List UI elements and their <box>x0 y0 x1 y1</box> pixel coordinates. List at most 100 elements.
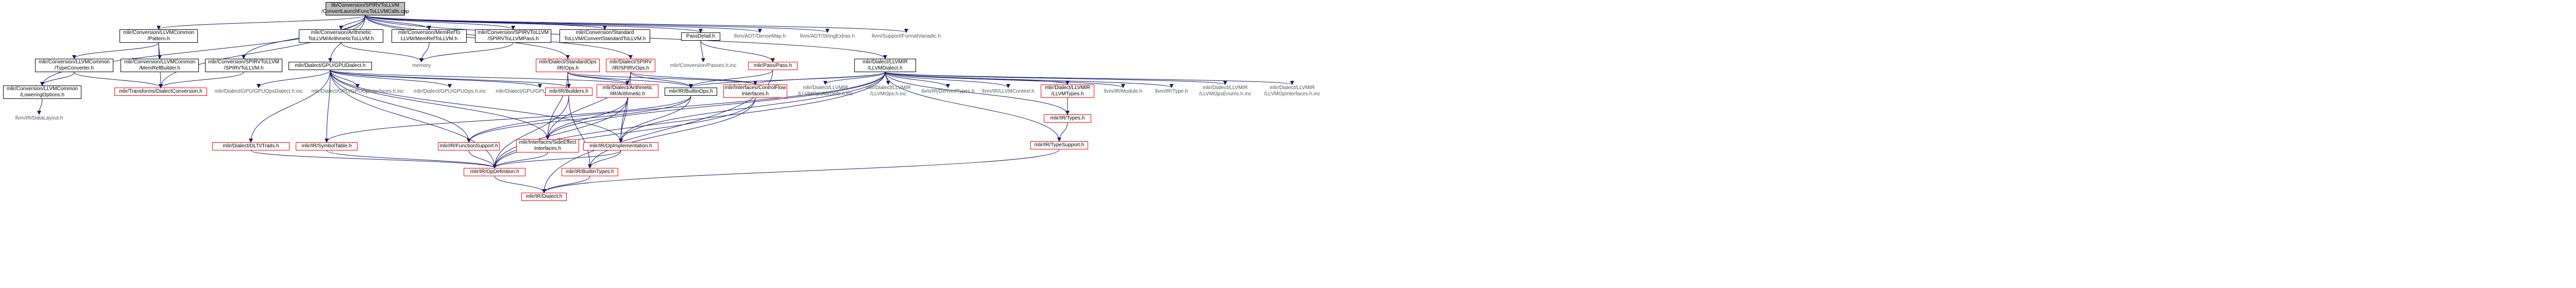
dependency-edge <box>74 72 163 88</box>
dependency-edge <box>365 15 908 33</box>
dependency-edge <box>885 72 950 88</box>
node-ir-types[interactable]: mlir/IR/Types.h <box>1044 114 1091 123</box>
node-ir-opdefinition[interactable]: mlir/IR/OpDefinition.h <box>464 168 526 176</box>
dependency-edge <box>546 97 628 140</box>
dependency-edge <box>493 97 756 168</box>
node-ir-symboltable[interactable]: mlir/IR/SymbolTable.h <box>296 142 358 150</box>
dependency-edge <box>493 150 621 168</box>
node-llvmcommon-typeconverter[interactable]: mlir/Conversion/LLVMCommon/TypeConverter… <box>35 59 113 72</box>
dependency-edge <box>159 15 366 88</box>
dependency-edge <box>885 72 1174 88</box>
dependency-edge <box>341 42 423 62</box>
dependency-edge <box>330 70 550 140</box>
node-ir-functionsupport[interactable]: mlir/IR/FunctionSupport.h <box>438 142 500 150</box>
dependency-edge <box>467 72 886 143</box>
node-llvmcommon-pattern[interactable]: mlir/Conversion/LLVMCommon/Pattern.h <box>120 29 198 43</box>
dependency-edge <box>494 176 546 193</box>
dependency-edge <box>542 149 1060 193</box>
node-gpu-dialect[interactable]: mlir/Dialect/GPU/GPUDialect.h <box>289 62 372 70</box>
dependency-edge <box>40 72 75 86</box>
node-llvmopsenums-inc: mlir/Dialect/LLVMIR/LLVMOpsEnums.h.inc <box>1199 85 1251 97</box>
node-llvmops-inc: mlir/Dialect/LLVMIR/LLVMOps.h.inc <box>866 85 911 97</box>
dependency-edge <box>542 176 590 193</box>
node-llvm-formatvariadic: llvm/Support/FormatVariadic.h <box>872 33 941 39</box>
dependency-edge <box>257 70 331 88</box>
dependency-edge <box>885 72 1070 115</box>
dependency-edge <box>885 72 1010 88</box>
node-ir-builders[interactable]: mlir/IR/Builders.h <box>545 88 592 96</box>
dependency-edge <box>159 72 244 88</box>
dependency-edge <box>365 15 762 33</box>
dependency-edge <box>566 72 571 88</box>
node-llvm-llvmcontext: llvm/IR/LLVMContext.h <box>982 89 1035 94</box>
node-llvmcommon-memrefbuilder[interactable]: mlir/Conversion/LLVMCommon/MemRefBuilder… <box>121 59 199 72</box>
dependency-edge <box>885 72 1125 88</box>
dependency-edge <box>419 42 514 62</box>
dependency-edge <box>885 72 1294 85</box>
node-llvmcommon-loweringoptions[interactable]: mlir/Conversion/LLVMCommon/LoweringOptio… <box>3 86 81 99</box>
dependency-edge <box>330 70 630 85</box>
dependency-edge <box>37 98 43 115</box>
dependency-edge <box>365 15 515 30</box>
dependency-edge <box>588 97 756 168</box>
node-ir-typesupport[interactable]: mlir/IR/TypeSupport.h <box>1030 141 1088 149</box>
node-dlti-traits[interactable]: mlir/Dialect/DLTI/Traits.h <box>212 142 290 150</box>
dependency-edge <box>619 72 631 143</box>
dependency-edge <box>546 72 886 140</box>
node-pass-pass[interactable]: mlir/Pass/Pass.h <box>748 62 798 70</box>
node-gpuopsenums-inc: mlir/Dialect/GPU/GPUOpsEnums.h.inc <box>496 89 584 94</box>
dependency-edge <box>700 40 705 62</box>
node-arithmetic-dialect[interactable]: mlir/Dialect/Arithmetic/IR/Arithmetic.h <box>597 84 658 98</box>
dependency-edge <box>1057 122 1068 142</box>
node-llvmopinterfaces-inc: mlir/Dialect/LLVMIR/LLVMOpInterfaces.h.i… <box>1264 85 1320 97</box>
dependency-edge <box>630 72 757 85</box>
node-memory: memory <box>412 63 431 69</box>
dependency-edge <box>326 150 497 168</box>
dependency-edge <box>419 42 430 62</box>
dependency-edge <box>330 70 471 143</box>
dependency-edge <box>885 72 1061 142</box>
node-llvm-stringextras: llvm/ADT/StringExtras.h <box>800 33 855 39</box>
node-spirv-to-llvm[interactable]: mlir/Conversion/SPIRVToLLVM/SPIRVToLLVM.… <box>205 59 282 72</box>
node-ir-builtintypes[interactable]: mlir/IR/BuiltinTypes.h <box>562 168 618 176</box>
dependency-edge <box>700 40 775 62</box>
dependency-edge <box>619 97 628 143</box>
dependency-edge <box>330 70 452 88</box>
node-ir-builtinops[interactable]: mlir/IR/BuiltinOps.h <box>665 88 717 96</box>
dependency-edge <box>365 15 431 30</box>
dependency-edge <box>330 70 623 143</box>
node-gpuopinterfaces-inc: mlir/Dialect/GPU/GPUOpInterfaces.h.inc <box>311 89 404 94</box>
node-spirv-ops[interactable]: mlir/Dialect/SPIRV/IR/SPIRVOps.h <box>606 59 655 72</box>
dependency-edge <box>619 72 886 143</box>
node-llvmir-types[interactable]: mlir/Dialect/LLVMIR/LLVMTypes.h <box>1041 84 1094 98</box>
dependency-edge <box>249 70 331 143</box>
node-ir-dialect[interactable]: mlir/IR/Dialect.h <box>521 193 567 201</box>
dependency-edge <box>250 150 497 168</box>
node-pass-detail[interactable]: PassDetail.h <box>681 32 720 41</box>
dependency-edge <box>365 15 703 33</box>
node-llvm-module: llvm/IR/Module.h <box>1104 89 1143 94</box>
dependency-edge <box>630 72 693 88</box>
dependency-edge <box>567 72 693 88</box>
node-llvmir-dialect[interactable]: mlir/Dialect/LLVMIR/LLVMDialect.h <box>854 59 916 72</box>
node-spirv-to-llvm-pass[interactable]: mlir/Conversion/SPIRVToLLVM/SPIRVToLLVMP… <box>475 29 551 43</box>
node-transforms-dialectconversion[interactable]: mlir/Transforms/DialectConversion.h <box>114 88 207 96</box>
node-root-file[interactable]: lib/Conversion/SPIRVToLLVM/ConvertLaunch… <box>321 2 409 15</box>
dependency-edge <box>567 72 757 85</box>
node-standardops[interactable]: mlir/Dialect/StandardOps/IR/Ops.h <box>536 59 600 72</box>
node-llvmopsattrdefs-inc: mlir/Dialect/LLVMIR/LLVMOpsAttrDefs.h.in… <box>798 85 853 97</box>
node-ir-opimplementation[interactable]: mlir/IR/OpImplementation.h <box>583 142 658 150</box>
dependency-edge <box>619 95 691 143</box>
dependency-edge <box>468 150 497 168</box>
dependency-edge <box>467 95 691 143</box>
dependency-edge <box>157 15 366 30</box>
dependency-edge <box>493 97 628 168</box>
dependency-edge <box>325 95 691 143</box>
